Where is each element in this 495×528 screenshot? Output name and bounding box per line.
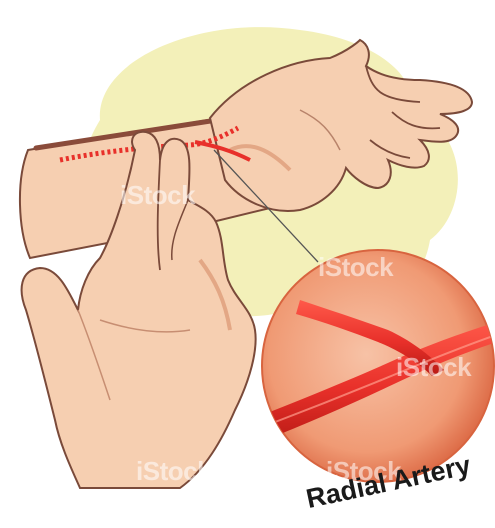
watermark-4: iStock	[136, 456, 211, 487]
radial-artery-label: Radial Artery	[300, 468, 495, 528]
watermark-2: iStock	[120, 180, 195, 211]
watermark-3: iStock	[396, 352, 471, 383]
watermark-1: iStock	[318, 252, 393, 283]
